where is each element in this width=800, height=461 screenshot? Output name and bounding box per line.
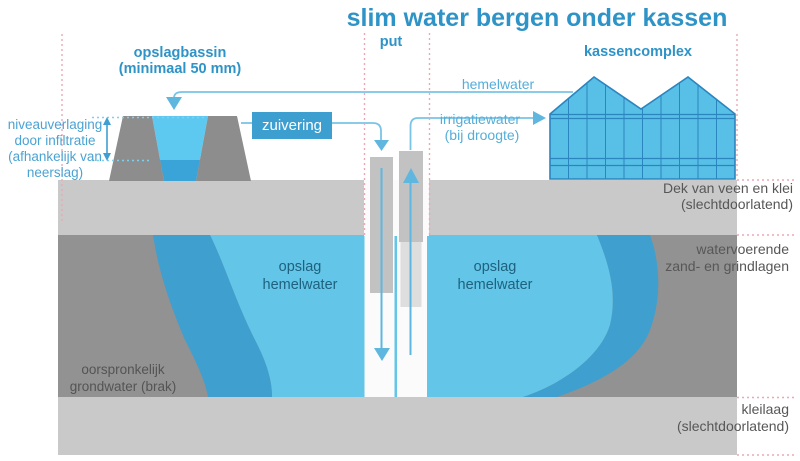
guide-lines — [61, 33, 797, 456]
level-note-line1: niveauverlaging — [8, 117, 103, 132]
transition-band-right — [523, 235, 659, 397]
rainwater-label: hemelwater — [462, 76, 535, 92]
flow-lines — [166, 91, 573, 151]
basin-wall-right — [196, 116, 251, 181]
groundwater-label-line1: oorspronkelijk — [81, 362, 165, 377]
layer-clay-line1: kleilaag — [742, 401, 789, 417]
storage-basin — [92, 116, 251, 181]
storage-left-line1: opslag — [279, 259, 322, 275]
level-note: niveauverlaging door infiltratie (afhank… — [8, 117, 103, 180]
layer-clay-line2: (slechtdoorlatend) — [677, 418, 789, 434]
storage-left-line2: hemelwater — [263, 277, 338, 293]
level-arrow-down-icon — [103, 153, 111, 161]
well-label: put — [380, 34, 403, 50]
basin-label-line1: opslagbassin — [134, 45, 227, 61]
greenhouse-icon — [549, 75, 736, 180]
rainwater-flow-line — [173, 91, 573, 99]
rainwater-arrow-down-icon — [166, 97, 182, 110]
treatment-outflow-line — [332, 122, 382, 140]
basin-water-deep — [160, 160, 200, 181]
treatment-arrow-down-icon — [374, 140, 389, 151]
irrigation-label-line2: (bij droogte) — [445, 127, 520, 143]
irrigation-arrow-right-icon — [533, 111, 546, 125]
treatment-label: zuivering — [262, 117, 322, 134]
layer-aquifer-line1: watervoerende — [695, 241, 789, 257]
extraction-arrow-up-icon — [403, 168, 419, 183]
irrigation-flow-line — [409, 117, 533, 150]
irrigation-label-line1: irrigatiewater — [440, 111, 520, 127]
level-note-line4: neerslag) — [27, 165, 83, 180]
transition-band-left — [153, 235, 272, 397]
basin-wall-left — [109, 116, 164, 181]
section-labels: opslagbassin (minimaal 50 mm) put kassen… — [119, 34, 692, 77]
greenhouse-rails — [550, 113, 735, 167]
well-pipes — [370, 151, 423, 361]
level-note-line3: (afhankelijk van — [8, 149, 102, 164]
level-arrow-up-icon — [103, 117, 111, 125]
underground-labels: opslag hemelwater opslag hemelwater oors… — [70, 259, 533, 394]
greenhouse-label: kassencomplex — [584, 44, 692, 60]
flow-labels: hemelwater irrigatiewater (bij droogte) — [440, 76, 535, 143]
layer-top-line2: (slechtdoorlatend) — [681, 196, 793, 212]
layer-top-line1: Dek van veen en klei — [663, 180, 793, 196]
clay-layer — [58, 397, 737, 455]
layer-aquifer-line2: zand- en grindlagen — [665, 258, 789, 274]
treatment-box: zuivering — [252, 112, 332, 139]
treatment-rect — [252, 112, 332, 139]
storage-right-line2: hemelwater — [458, 277, 533, 293]
level-note-line2: door infiltratie — [14, 133, 95, 148]
diagram-title: slim water bergen onder kassen — [347, 4, 728, 32]
groundwater-label-line2: grondwater (brak) — [70, 379, 177, 394]
layer-labels: Dek van veen en klei (slechtdoorlatend) … — [663, 180, 793, 434]
storage-right-line1: opslag — [474, 259, 517, 275]
basin-label-line2: (minimaal 50 mm) — [119, 61, 242, 77]
injection-arrow-down-icon — [374, 348, 390, 361]
